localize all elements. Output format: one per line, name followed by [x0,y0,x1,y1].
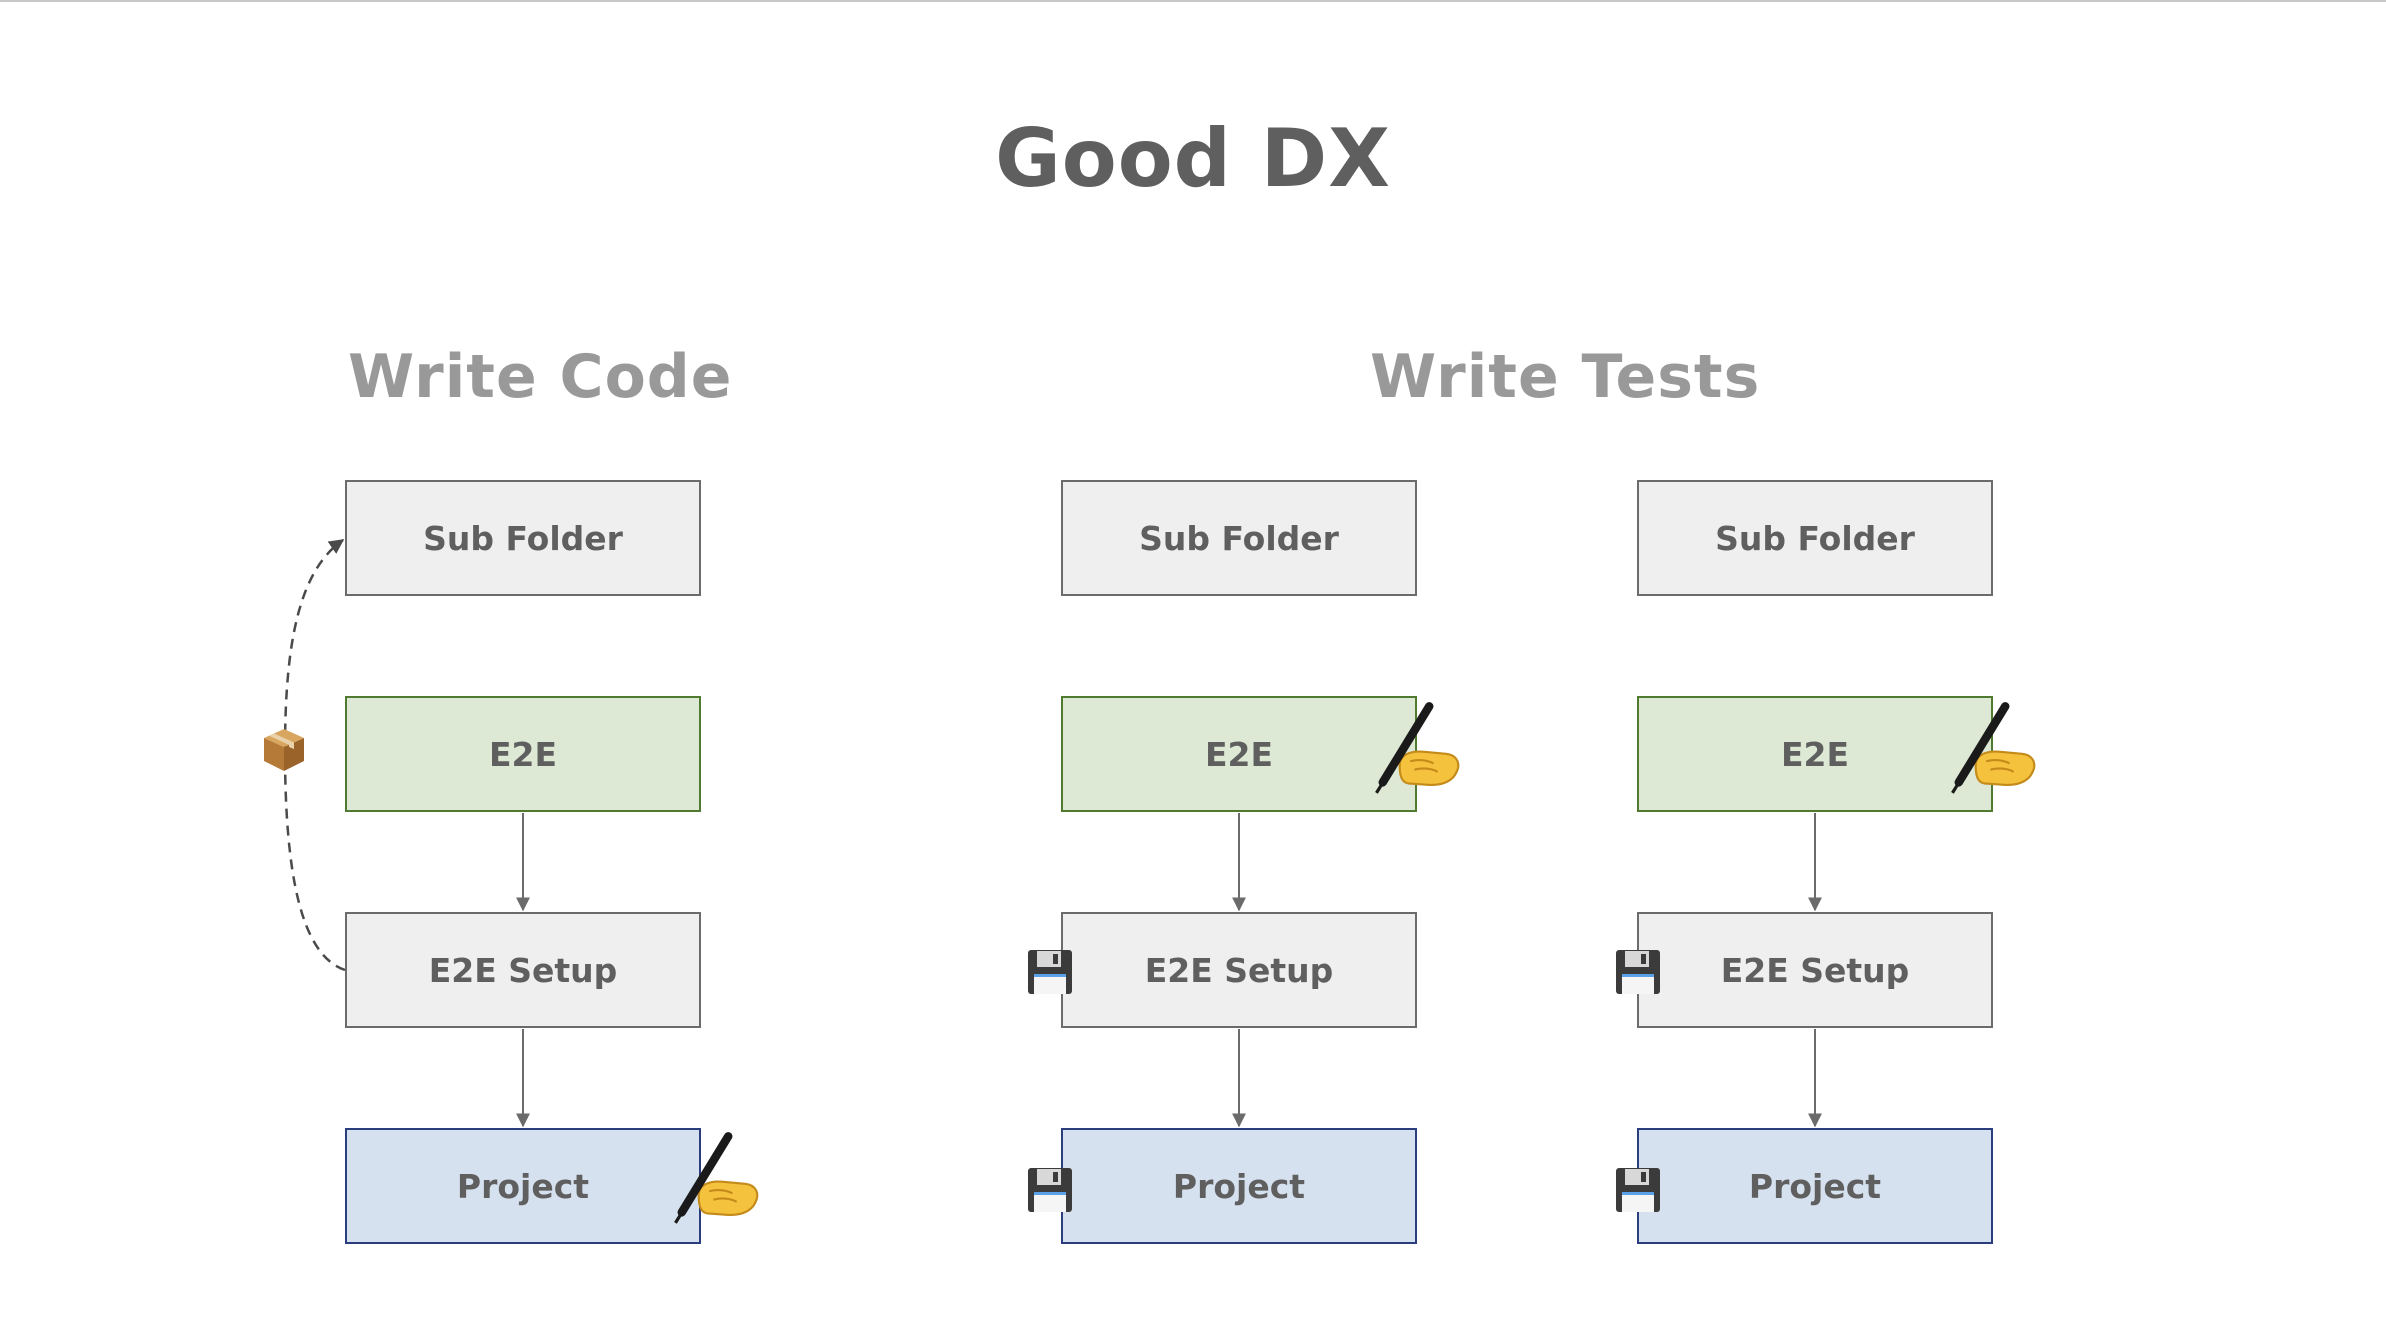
sub-folder-box: Sub Folder [345,480,701,596]
project-box: Project [1637,1128,1993,1244]
sub-folder-box: Sub Folder [1637,480,1993,596]
floppy-disk-icon [1614,948,1662,996]
floppy-disk-icon [1614,1166,1662,1214]
writing-hand-icon [667,1130,762,1225]
e2e-box: E2E [345,696,701,812]
floppy-disk-icon [1026,948,1074,996]
floppy-disk-icon [1026,1166,1074,1214]
e2e-setup-box: E2E Setup [345,912,701,1028]
e2e-box: E2E [1637,696,1993,812]
project-box: Project [345,1128,701,1244]
e2e-setup-box: E2E Setup [1637,912,1993,1028]
e2e-setup-box: E2E Setup [1061,912,1417,1028]
writing-hand-icon [1944,700,2039,795]
page-title: Good DX [995,112,1391,205]
top-divider [0,0,2386,2]
project-box: Project [1061,1128,1417,1244]
package-icon [260,725,308,773]
e2e-box: E2E [1061,696,1417,812]
write-tests-heading: Write Tests [1370,342,1761,412]
write-code-heading: Write Code [348,342,733,412]
sub-folder-box: Sub Folder [1061,480,1417,596]
writing-hand-icon [1368,700,1463,795]
